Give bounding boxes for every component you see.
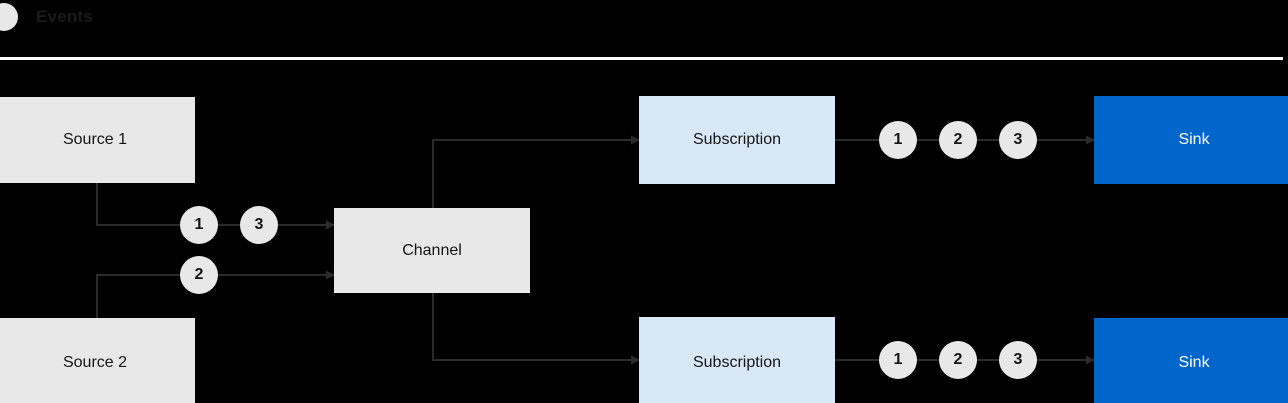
edge-channel-subscription2 <box>432 293 640 365</box>
node-channel-label: Channel <box>402 241 462 259</box>
node-subscription-1[interactable]: Subscription <box>639 96 835 184</box>
event-token: 1 <box>879 341 917 379</box>
node-subscription-2[interactable]: Subscription <box>639 317 835 403</box>
node-channel[interactable]: Channel <box>334 208 530 293</box>
event-token: 3 <box>999 121 1037 159</box>
legend: Events <box>0 3 93 31</box>
node-sink-1-label: Sink <box>1178 131 1210 149</box>
node-subscription-1-label: Subscription <box>692 131 782 149</box>
event-token: 2 <box>939 121 977 159</box>
edge-channel-subscription1 <box>432 135 640 208</box>
edge-source2-channel <box>96 270 335 318</box>
node-sink-2-label: Sink <box>1178 354 1210 372</box>
node-source-2[interactable]: Source 2 <box>0 318 195 403</box>
legend-label: Events <box>36 7 93 26</box>
node-sink-2[interactable]: Sink <box>1094 318 1288 403</box>
event-dot-icon <box>0 3 18 31</box>
node-source-1[interactable]: Source 1 <box>0 97 195 183</box>
event-token: 2 <box>180 256 218 294</box>
event-token: 1 <box>879 121 917 159</box>
node-source-1-label: Source 1 <box>62 131 128 149</box>
event-token: 2 <box>939 341 977 379</box>
event-token: 3 <box>999 341 1037 379</box>
node-sink-1[interactable]: Sink <box>1094 96 1288 184</box>
event-token: 3 <box>240 206 278 244</box>
node-subscription-2-label: Subscription <box>692 353 782 371</box>
node-source-2-label: Source 2 <box>62 354 128 372</box>
header-divider <box>0 57 1283 60</box>
event-token: 1 <box>180 206 218 244</box>
